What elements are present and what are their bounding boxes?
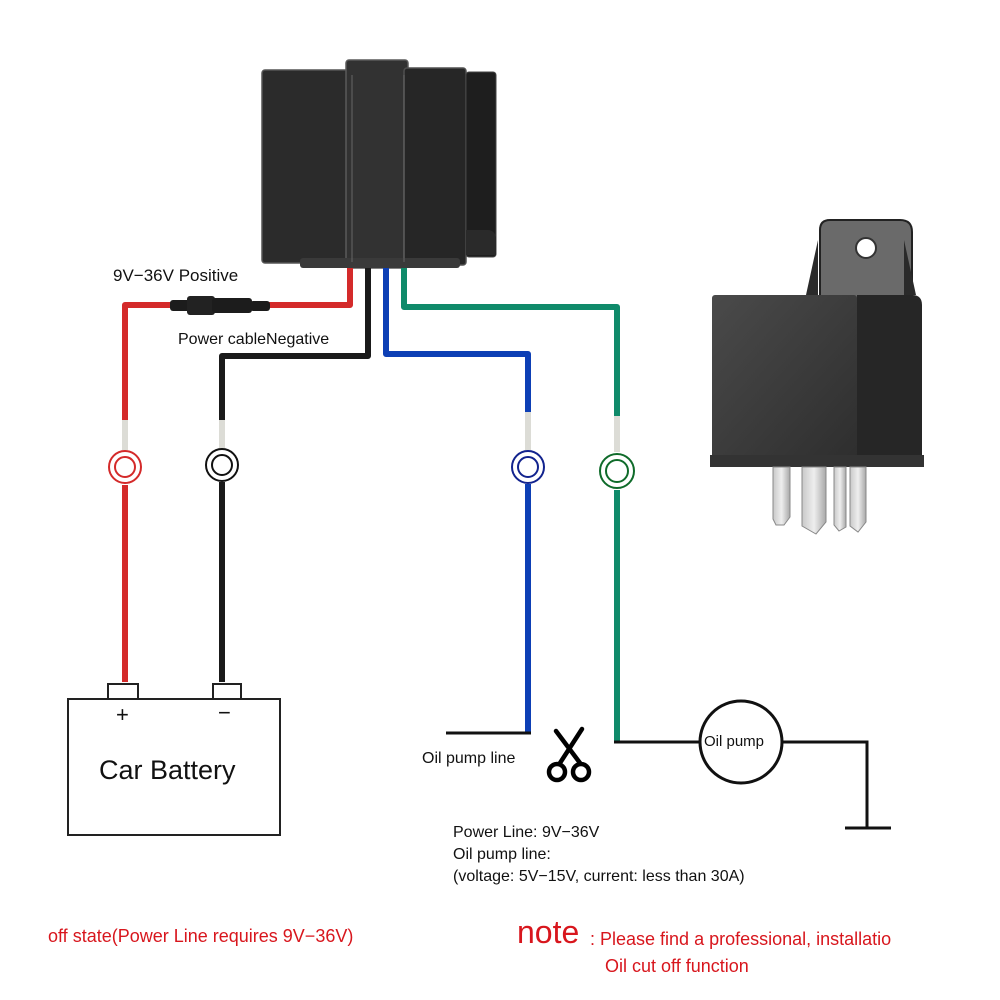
negative-label: Power cableNegative bbox=[178, 331, 330, 348]
battery-label: Car Battery bbox=[99, 755, 236, 785]
ring-terminal-blue bbox=[511, 450, 545, 484]
relay bbox=[710, 219, 924, 535]
scissors-icon bbox=[546, 726, 592, 783]
off-state-text: off state(Power Line requires 9V−36V) bbox=[48, 926, 354, 946]
spec-oil-pump-line: Oil pump line: bbox=[453, 846, 551, 863]
oil-pump-label: Oil pump bbox=[704, 733, 765, 750]
battery-minus-sign: − bbox=[218, 700, 231, 725]
positive-label: 9V−36V Positive bbox=[113, 266, 239, 285]
spec-power-line: Power Line: 9V−36V bbox=[453, 824, 600, 841]
black-wire bbox=[219, 268, 371, 682]
ring-terminal-green bbox=[599, 453, 635, 489]
ring-terminal-black bbox=[205, 448, 239, 482]
green-wire bbox=[401, 268, 620, 742]
specs-block: Power Line: 9V−36V Oil pump line: (volta… bbox=[453, 822, 745, 888]
note-text: : Please find a professional, installati… bbox=[590, 929, 892, 949]
battery-plus-sign: + bbox=[116, 702, 129, 727]
oil-pump-line-label: Oil pump line bbox=[422, 750, 516, 767]
pump-circuit bbox=[614, 699, 891, 830]
ring-terminal-red bbox=[108, 450, 142, 484]
car-battery bbox=[67, 683, 281, 836]
spec-voltage-current: (voltage: 5V−15V, current: less than 30A… bbox=[453, 868, 745, 885]
note-word: note bbox=[517, 914, 580, 950]
fuse-holder bbox=[170, 296, 270, 315]
tracker-device bbox=[261, 59, 497, 269]
note-line2: Oil cut off function bbox=[605, 956, 749, 976]
blue-wire bbox=[383, 268, 531, 732]
